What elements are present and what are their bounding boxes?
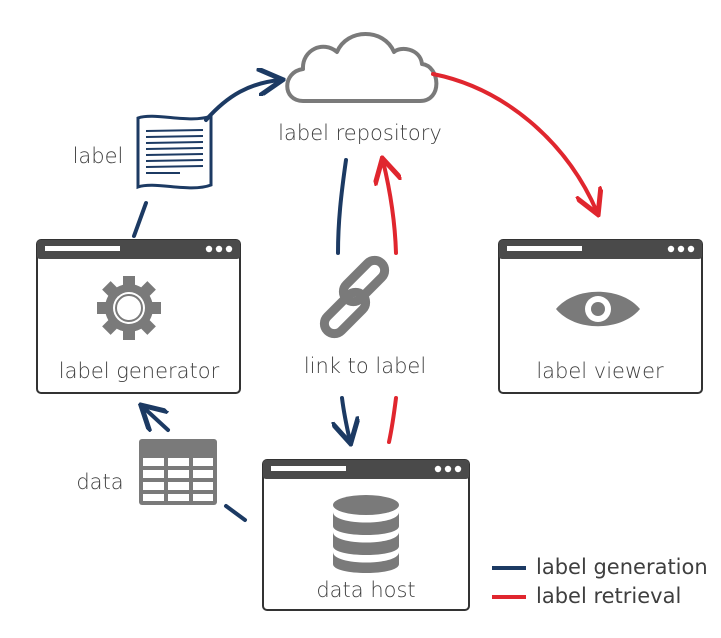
host-label: data host bbox=[316, 578, 415, 602]
legend: label generation label retrieval bbox=[492, 555, 708, 608]
viewer-label: label viewer bbox=[536, 359, 664, 383]
retrieval-arrows bbox=[383, 72, 597, 444]
label-text: label bbox=[73, 144, 124, 168]
arrow-generator-to-document bbox=[132, 201, 148, 238]
generator-label: label generator bbox=[59, 359, 220, 383]
eye-icon bbox=[556, 291, 640, 327]
legend-retrieval-label: label retrieval bbox=[536, 584, 681, 608]
arrow-link-to-host bbox=[342, 396, 350, 441]
document-lines bbox=[145, 129, 204, 174]
chain-link-icon bbox=[319, 255, 390, 339]
data-host-window: data host bbox=[262, 459, 470, 611]
generation-arrows bbox=[132, 80, 350, 522]
arrow-repository-to-viewer bbox=[431, 72, 597, 212]
label-repository-node: label repository bbox=[278, 32, 442, 145]
arrow-document-to-repository bbox=[204, 80, 280, 122]
gear-icon bbox=[97, 276, 161, 340]
label-viewer-window: label viewer bbox=[498, 239, 703, 394]
table-icon: data bbox=[76, 439, 217, 505]
label-generator-window: label generator bbox=[36, 239, 241, 394]
legend-generation-label: label generation bbox=[536, 555, 708, 579]
document-icon bbox=[136, 113, 213, 190]
link-label: link to label bbox=[304, 354, 426, 378]
arrow-repository-to-link bbox=[336, 158, 348, 255]
data-label: data bbox=[76, 470, 123, 494]
database-icon bbox=[333, 495, 399, 573]
cloud-icon bbox=[285, 32, 439, 103]
label-document: label bbox=[73, 113, 213, 190]
arrow-table-to-generator bbox=[143, 407, 170, 430]
arrow-host-to-link bbox=[387, 396, 398, 444]
arrow-data-to-generator bbox=[224, 504, 247, 522]
repository-label: label repository bbox=[278, 121, 442, 145]
arrow-link-to-repository bbox=[383, 161, 396, 255]
